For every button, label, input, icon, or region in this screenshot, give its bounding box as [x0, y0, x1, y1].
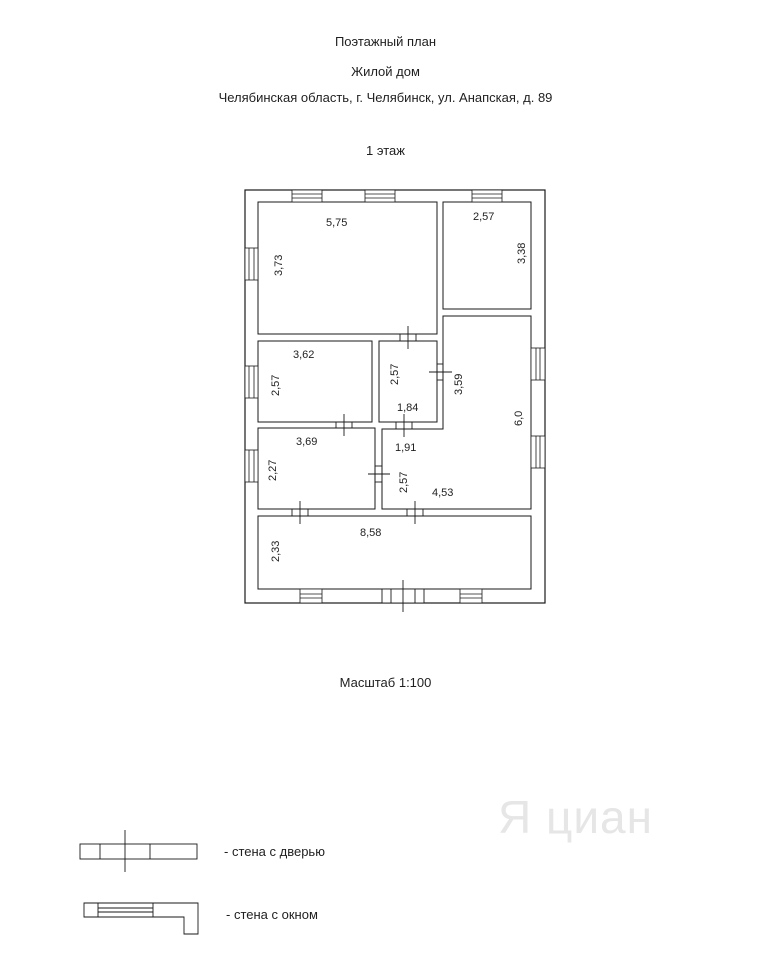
door	[291, 501, 309, 524]
dim-room-corridor-height: 3,59	[453, 374, 465, 395]
outer-wall	[244, 189, 546, 604]
window	[244, 449, 259, 483]
dim-room-mid-left-width: 3,62	[293, 349, 314, 361]
legend-window-symbol	[83, 902, 199, 935]
entrance-door	[381, 580, 425, 612]
window	[244, 247, 259, 281]
address: Челябинская область, г. Челябинск, ул. А…	[218, 90, 553, 105]
window	[299, 588, 323, 604]
door	[429, 363, 452, 381]
door	[399, 326, 417, 349]
dim-room-bottom-height: 2,33	[270, 541, 282, 562]
legend-door-symbol	[79, 830, 198, 872]
window	[530, 435, 546, 469]
legend-door-label: - стена с дверью	[224, 844, 325, 859]
dim-room-lower-left-height: 2,27	[267, 460, 279, 481]
dim-room-top-right-width: 2,57	[473, 211, 494, 223]
door	[406, 501, 424, 524]
dim-room-lower-center-height: 2,57	[398, 472, 410, 493]
dim-room-mid-left-height: 2,57	[270, 375, 282, 396]
dim-room-top-left-width: 5,75	[326, 217, 347, 229]
dim-room-right-tall-height: 6,0	[513, 411, 525, 426]
window	[364, 189, 396, 203]
window	[459, 588, 483, 604]
dim-room-right-tall-width: 4,53	[432, 487, 453, 499]
plan-title: Поэтажный план	[334, 34, 437, 49]
scale-label: Масштаб 1:100	[339, 675, 432, 690]
dim-room-bottom-width: 8,58	[360, 527, 381, 539]
door	[395, 414, 413, 437]
dim-room-corridor-width: 1,91	[395, 442, 416, 454]
dim-room-small-center-height: 2,57	[389, 364, 401, 385]
window	[244, 365, 259, 399]
dim-room-top-left-height: 3,73	[273, 255, 285, 276]
dim-room-lower-left-width: 3,69	[296, 436, 317, 448]
room-bottom-outline	[257, 515, 532, 590]
dim-room-top-right-height: 3,38	[516, 243, 528, 264]
dim-room-small-center-width: 1,84	[397, 402, 418, 414]
legend-window-label: - стена с окном	[226, 907, 318, 922]
room-right-tall-outline	[381, 315, 532, 510]
window	[471, 189, 503, 203]
door	[335, 414, 353, 436]
watermark: Я циан	[498, 791, 654, 843]
door	[368, 465, 390, 483]
building-type: Жилой дом	[351, 64, 420, 79]
window	[530, 347, 546, 381]
window	[291, 189, 323, 203]
floor-label: 1 этаж	[366, 143, 405, 158]
